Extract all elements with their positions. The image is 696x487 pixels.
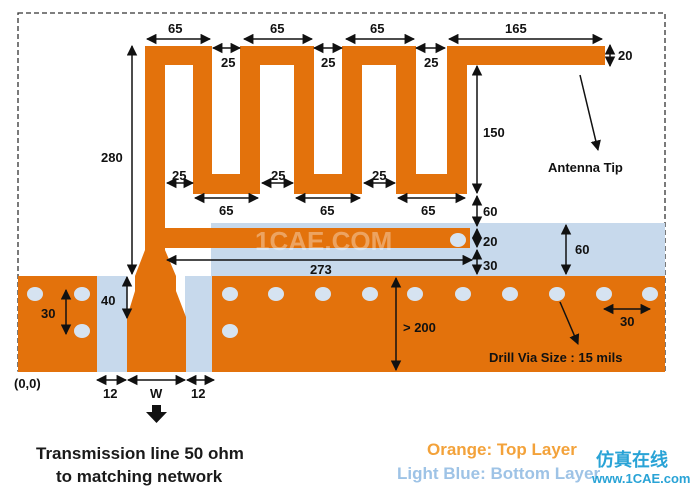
via — [549, 287, 565, 301]
via — [502, 287, 518, 301]
site-branding: 仿真在线 www.1CAE.com — [591, 449, 690, 486]
legend-bottom-layer: Light Blue: Bottom Layer — [397, 464, 600, 483]
dim-top-seg-4: 165 — [505, 21, 527, 36]
dim-bottom-clearance: 60 — [575, 242, 589, 257]
dim-feed-length: 273 — [310, 262, 332, 277]
dim-line-width: W — [150, 386, 163, 401]
brand-cn: 仿真在线 — [596, 449, 668, 470]
dim-bottom-gap-2: 25 — [271, 168, 285, 183]
dim-ground-height: > 200 — [403, 320, 436, 335]
dim-via-pitch-v: 30 — [41, 306, 55, 321]
dim-bottom-gap-3: 25 — [372, 168, 386, 183]
via — [450, 233, 466, 247]
dimension-labels: 65 25 65 25 65 25 165 20 280 150 25 25 2… — [41, 21, 634, 401]
via — [74, 287, 90, 301]
via — [268, 287, 284, 301]
dim-top-seg-3: 65 — [370, 21, 384, 36]
dim-slot-right: 12 — [191, 386, 205, 401]
via — [74, 324, 90, 338]
dim-bottom-seg-2: 65 — [320, 203, 334, 218]
via — [642, 287, 658, 301]
dim-top-gap-3: 25 — [424, 55, 438, 70]
via — [222, 287, 238, 301]
drill-via-label: Drill Via Size : 15 mils — [489, 350, 622, 365]
origin-label: (0,0) — [14, 376, 41, 391]
dim-meander-height: 150 — [483, 125, 505, 140]
antenna-tip-label: Antenna Tip — [548, 160, 623, 175]
caption-line-2: to matching network — [56, 467, 223, 486]
caption-line-1: Transmission line 50 ohm — [36, 444, 244, 463]
dim-clearance: 30 — [483, 258, 497, 273]
via — [315, 287, 331, 301]
legend-top-layer: Orange: Top Layer — [427, 440, 577, 459]
down-arrow-icon — [146, 405, 167, 423]
dim-top-gap-1: 25 — [221, 55, 235, 70]
vias — [27, 233, 658, 338]
dim-top-gap-2: 25 — [321, 55, 335, 70]
dim-top-seg-1: 65 — [168, 21, 182, 36]
dim-bottom-gap-1: 25 — [172, 168, 186, 183]
dimension-lines — [60, 33, 652, 386]
dim-taper-height: 40 — [101, 293, 115, 308]
via — [407, 287, 423, 301]
via — [596, 287, 612, 301]
watermark: 1CAE.COM — [255, 226, 392, 256]
via — [455, 287, 471, 301]
dim-feed-gap: 60 — [483, 204, 497, 219]
dim-bottom-seg-3: 65 — [421, 203, 435, 218]
dim-feed-width: 20 — [483, 234, 497, 249]
via — [222, 324, 238, 338]
via — [27, 287, 43, 301]
dim-bottom-seg-1: 65 — [219, 203, 233, 218]
dim-tip-width: 20 — [618, 48, 632, 63]
brand-url: www.1CAE.com — [591, 471, 690, 486]
antenna-trace — [127, 46, 605, 372]
dim-top-seg-2: 65 — [270, 21, 284, 36]
via — [362, 287, 378, 301]
dim-total-height: 280 — [101, 150, 123, 165]
dim-slot-left: 12 — [103, 386, 117, 401]
dim-via-pitch-h: 30 — [620, 314, 634, 329]
